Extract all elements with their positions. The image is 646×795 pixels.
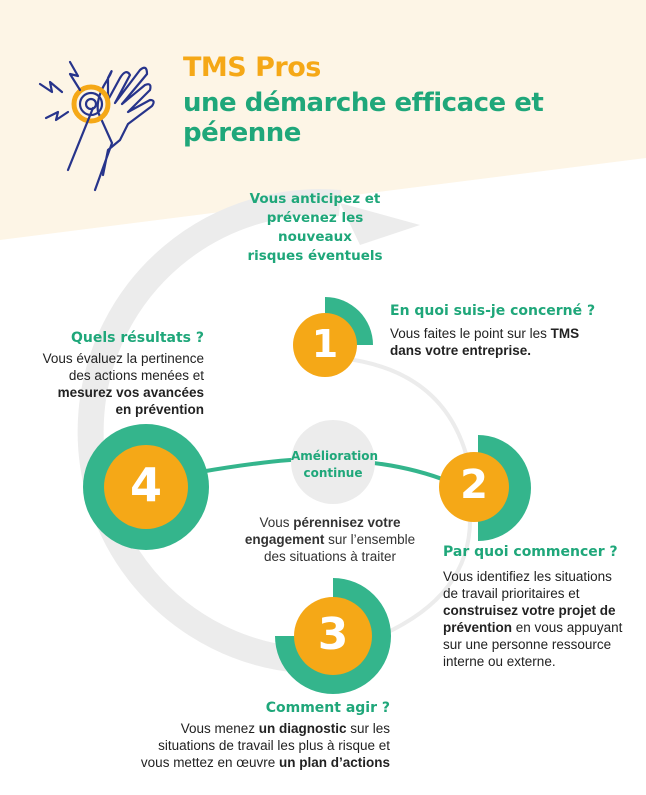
text: Vous évaluez la pertinence — [42, 351, 204, 366]
text: en vous appuyant — [512, 620, 623, 635]
text: des actions menées et — [68, 368, 204, 383]
step-4-title: Quels résultats ? — [70, 330, 204, 346]
step-2-text: Vous identifiez les situations de travai… — [443, 568, 643, 670]
page-subtitle: une démarche efficace et pérenne — [183, 88, 544, 148]
bold-text: pérennisez votre — [293, 515, 401, 530]
step-3-text: Vous menez un diagnostic sur les situati… — [120, 720, 390, 771]
bold-text: un plan d’actions — [278, 755, 390, 770]
top-note-line: Vous anticipez et — [249, 191, 381, 207]
step-3-title: Comment agir ? — [265, 700, 390, 716]
text: sur une personne ressource — [443, 637, 612, 652]
bold-text: construisez votre projet de — [443, 603, 616, 618]
step-1-text: Vous faites le point sur les TMS dans vo… — [390, 325, 630, 359]
step-1-circle — [293, 313, 357, 377]
center-label-line: continue — [303, 466, 363, 480]
text: interne ou externe. — [443, 654, 556, 669]
top-note: Vous anticipez et prévenez les nouveaux … — [230, 190, 400, 266]
step-3-circle — [294, 597, 372, 675]
bold-text: en prévention — [115, 402, 204, 417]
top-note-line: prévenez les nouveaux — [266, 210, 364, 245]
cycle-arrowhead — [340, 203, 420, 245]
text: sur l’ensemble — [324, 532, 416, 547]
step-1-number: 1 — [311, 322, 339, 366]
text: vous mettez en œuvre — [140, 755, 279, 770]
bold-text: engagement — [244, 532, 325, 547]
step-2-circle — [439, 452, 509, 522]
text: Vous — [259, 515, 294, 530]
center-circle — [291, 420, 375, 504]
bold-text: mesurez vos avancées — [57, 385, 204, 400]
bold-text: TMS — [550, 326, 580, 341]
center-text: Vous pérennisez votre engagement sur l’e… — [240, 514, 420, 565]
connector-2-3 — [369, 519, 472, 642]
text: des situations à traiter — [263, 549, 397, 564]
step-2-title: Par quoi commencer ? — [443, 544, 618, 560]
top-note-line: risques éventuels — [247, 248, 383, 264]
step-4-circle — [104, 445, 188, 529]
center-label-line: Amélioration — [291, 449, 379, 463]
bold-text: un diagnostic — [258, 721, 347, 736]
text: sur les — [346, 721, 390, 736]
step-2-number: 2 — [460, 462, 488, 508]
connector-1-2 — [339, 356, 472, 471]
center-label: Amélioration continue — [291, 448, 379, 482]
text: Vous faites le point sur les — [390, 326, 551, 341]
bold-text: dans votre entreprise. — [390, 343, 532, 358]
text: Vous identifiez les situations — [443, 569, 612, 584]
text: de travail prioritaires et — [443, 586, 580, 601]
page-title: TMS Pros — [183, 52, 321, 83]
header-background — [0, 0, 646, 240]
step-4-text: Vous évaluez la pertinence des actions m… — [20, 350, 204, 418]
step-4-number: 4 — [129, 458, 162, 512]
step-3-number: 3 — [317, 609, 349, 660]
text: Vous menez — [180, 721, 259, 736]
cycle-arc — [77, 189, 342, 673]
step-1-title: En quoi suis-je concerné ? — [390, 303, 596, 319]
hand-pain-icon — [38, 60, 155, 192]
text: situations de travail les plus à risque … — [158, 738, 390, 753]
bold-text: prévention — [443, 620, 513, 635]
